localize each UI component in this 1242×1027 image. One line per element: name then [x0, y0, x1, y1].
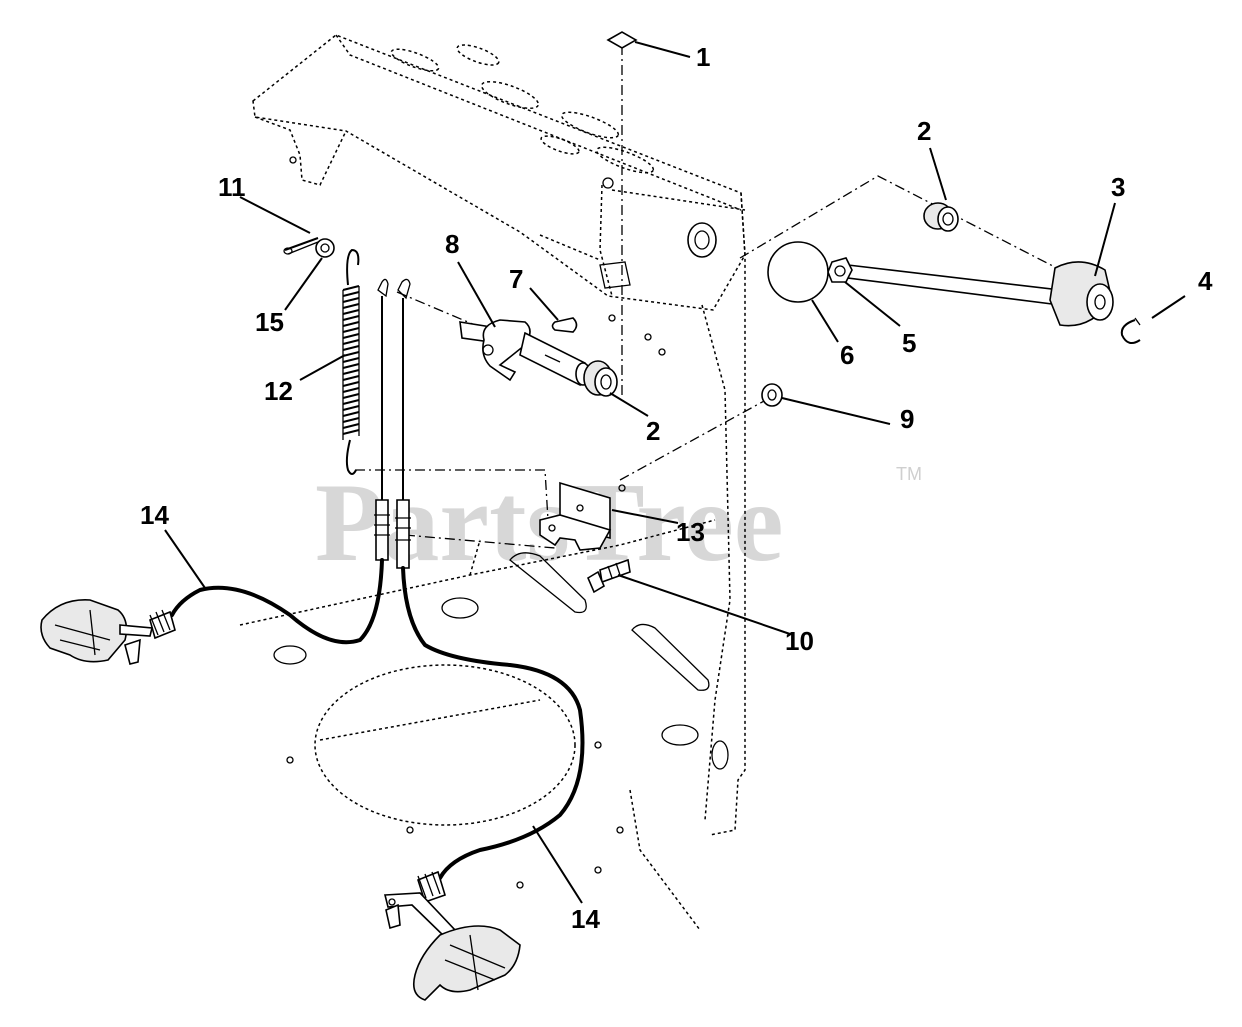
part-5-nut — [827, 257, 853, 283]
part-14-cable-left — [40, 278, 390, 665]
callout-2-upper: 2 — [917, 116, 931, 146]
callout-11: 11 — [218, 172, 246, 202]
part-8-lever-arm — [459, 319, 591, 387]
callout-4: 4 — [1198, 266, 1213, 296]
callout-3: 3 — [1111, 172, 1125, 202]
watermark-trademark: TM — [896, 464, 922, 484]
callout-2-lower: 2 — [646, 416, 660, 446]
part-4-retaining-ring — [1120, 317, 1141, 345]
callout-13: 13 — [676, 517, 705, 547]
callout-8: 8 — [445, 229, 459, 259]
leader-lines — [164, 41, 1186, 904]
callout-labels: 1 2 2 3 4 5 6 7 8 9 10 11 12 13 14 14 15 — [140, 42, 1213, 934]
part-13-cable-bracket — [539, 481, 612, 551]
base-plate — [239, 519, 729, 889]
callout-10: 10 — [785, 626, 814, 656]
part-12-spring — [342, 248, 360, 475]
part-2-bushing-lower — [583, 360, 618, 397]
callout-14-left: 14 — [140, 500, 169, 530]
part-3-shift-lever — [847, 261, 1114, 327]
callout-7: 7 — [509, 264, 523, 294]
callout-5: 5 — [902, 328, 916, 358]
callout-1: 1 — [696, 42, 710, 72]
part-14-cable-right — [383, 278, 585, 1001]
dash-panel — [252, 34, 746, 931]
callout-9: 9 — [900, 404, 914, 434]
callout-14-right: 14 — [571, 904, 600, 934]
part-11-cotter-pin — [283, 237, 319, 255]
part-2-bushing-upper — [923, 202, 959, 232]
callout-6: 6 — [840, 340, 854, 370]
part-6-knob — [767, 241, 829, 303]
part-10-bolt — [586, 558, 631, 594]
part-7-pin — [551, 317, 578, 333]
part-1-insert — [606, 31, 638, 49]
part-15-washer — [315, 238, 335, 258]
part-9-washer — [761, 383, 783, 407]
callout-15: 15 — [255, 307, 284, 337]
callout-12: 12 — [264, 376, 293, 406]
